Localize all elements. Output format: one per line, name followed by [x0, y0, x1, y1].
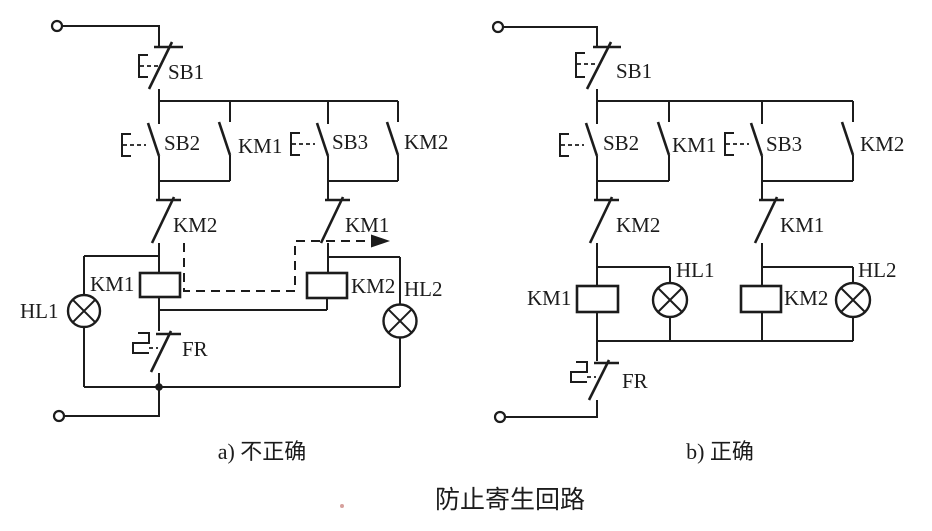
label-km2-no-b: KM2: [860, 132, 904, 156]
coil-km2-a-icon: [305, 271, 349, 300]
no-contact-km1-b-icon: [656, 121, 671, 156]
label-sb2-b: SB2: [603, 131, 639, 155]
label-km1-coil-a: KM1: [90, 272, 134, 296]
lamp-hl2-a-icon: [382, 303, 418, 339]
label-km1-no-b: KM1: [672, 133, 716, 157]
label-km2-nc-a: KM2: [173, 213, 217, 237]
no-pushbutton-sb3-b-icon: [724, 122, 764, 157]
no-contact-km2-b-icon: [840, 121, 855, 156]
label-sb1-a: SB1: [168, 60, 204, 84]
label-sb3-b: SB3: [766, 132, 802, 156]
label-km1-nc-a: KM1: [345, 213, 389, 237]
circuit-b: SB1 SB2 KM1 SB3 KM2 KM2: [491, 20, 904, 464]
lamp-hl1-a-icon: [66, 293, 102, 329]
stray-mark: [340, 504, 344, 508]
label-sb1-b: SB1: [616, 59, 652, 83]
junction-dot-a: [155, 383, 163, 391]
label-sb3-a: SB3: [332, 130, 368, 154]
label-km2-coil-b: KM2: [784, 286, 828, 310]
terminal-top-b-icon: [491, 20, 505, 34]
caption-b: b) 正确: [686, 439, 754, 464]
nc-contact-km2-b-icon: [588, 196, 619, 244]
no-pushbutton-sb3-a-icon: [290, 122, 330, 157]
nc-pushbutton-sb1-b-icon: [575, 41, 621, 90]
thermal-contact-fr-a-icon: [132, 330, 181, 373]
coil-km1-a-icon: [138, 271, 182, 299]
label-km2-nc-b: KM2: [616, 213, 660, 237]
thermal-contact-fr-b-icon: [570, 359, 619, 401]
terminal-bottom-a-icon: [52, 409, 66, 423]
label-hl2-a: HL2: [404, 277, 443, 301]
coil-km2-b-icon: [739, 284, 783, 314]
nc-pushbutton-sb1-a-icon: [138, 41, 183, 90]
label-sb2-a: SB2: [164, 131, 200, 155]
nc-contact-km1-a-icon: [319, 196, 350, 244]
label-km1-coil-b: KM1: [527, 286, 571, 310]
circuit-a-wires: [62, 25, 401, 417]
label-hl2-b: HL2: [858, 258, 897, 282]
label-km2-no-a: KM2: [404, 130, 448, 154]
no-contact-km2-a-icon: [385, 121, 400, 156]
circuit-b-wires: [503, 26, 854, 418]
terminal-top-a-icon: [50, 19, 64, 33]
parasitic-path-arrow-icon: [183, 234, 390, 292]
circuit-a: SB1 SB2 KM1 SB3 KM2 KM2: [20, 19, 448, 464]
label-hl1-b: HL1: [676, 258, 715, 282]
figure-title: 防止寄生回路: [435, 486, 585, 514]
no-pushbutton-sb2-a-icon: [121, 122, 161, 157]
terminal-bottom-b-icon: [493, 410, 507, 424]
nc-contact-km1-b-icon: [753, 196, 784, 244]
lamp-hl2-b-icon: [834, 281, 872, 319]
nc-contact-km2-a-icon: [150, 196, 181, 244]
label-fr-a: FR: [182, 337, 208, 361]
coil-km1-b-icon: [575, 284, 620, 314]
label-fr-b: FR: [622, 369, 648, 393]
caption-a: a) 不正确: [218, 439, 307, 464]
label-km2-coil-a: KM2: [351, 274, 395, 298]
lamp-hl1-b-icon: [651, 281, 689, 319]
label-km1-no-a: KM1: [238, 134, 282, 158]
label-hl1-a: HL1: [20, 299, 59, 323]
no-contact-km1-a-icon: [217, 121, 232, 156]
label-km1-nc-b: KM1: [780, 213, 824, 237]
no-pushbutton-sb2-b-icon: [559, 122, 599, 157]
